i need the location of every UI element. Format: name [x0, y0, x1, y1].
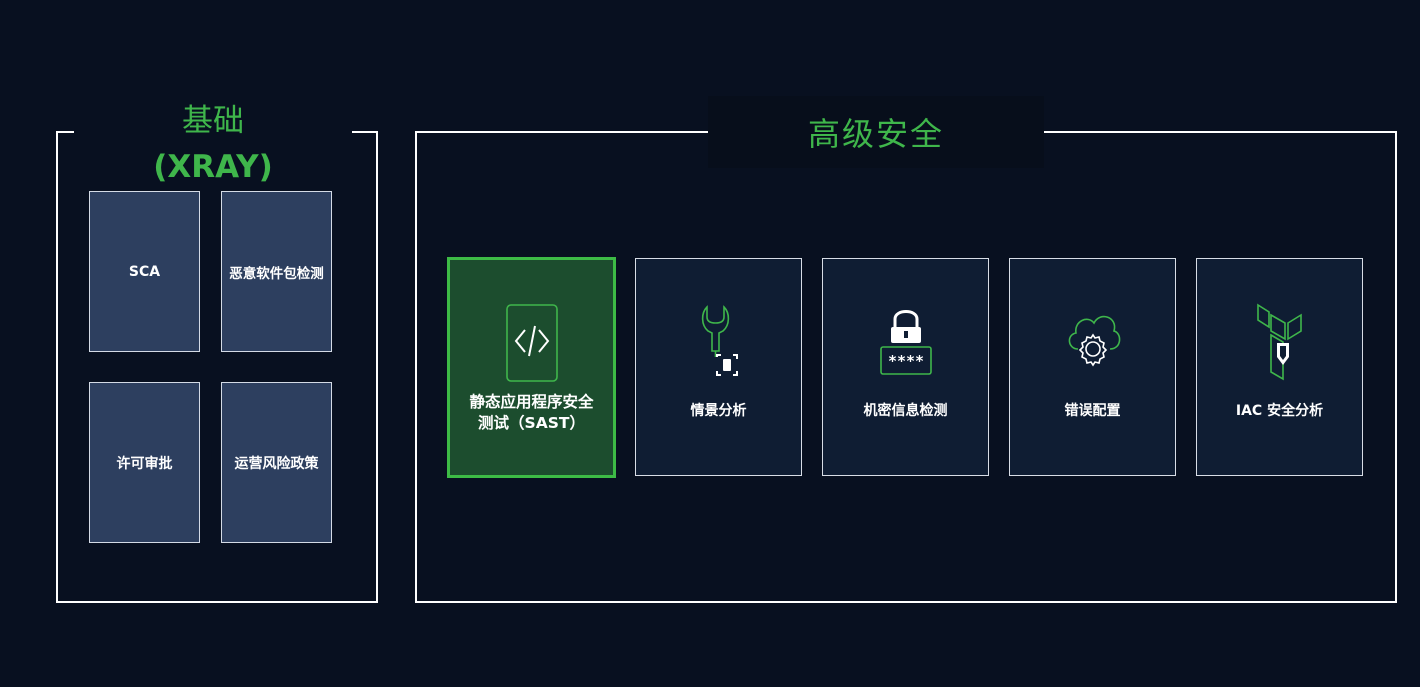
terraform-shield-icon	[1197, 303, 1362, 383]
card-iac-security-analysis[interactable]: IAC 安全分析	[1196, 258, 1363, 476]
card-label: 机密信息检测	[863, 403, 948, 419]
basic-section-title: 基础 (XRAY)	[74, 100, 352, 188]
advanced-section-title: 高级安全	[708, 96, 1044, 168]
lock-password-icon: ****	[823, 303, 988, 375]
card-label: 情景分析	[690, 403, 747, 419]
card-secrets-detection[interactable]: **** 机密信息检测	[822, 258, 989, 476]
tile-operational-risk-policy[interactable]: 运营风险政策	[221, 382, 332, 543]
advanced-title-text: 高级安全	[807, 115, 944, 153]
tile-label: SCA	[128, 263, 161, 280]
card-label: 错误配置	[1064, 403, 1121, 419]
tile-malicious-package-detection[interactable]: 恶意软件包检测	[221, 191, 332, 352]
code-file-icon	[450, 304, 613, 382]
basic-subtitle-text: (XRAY)	[153, 149, 273, 185]
tile-label: 运营风险政策	[234, 455, 319, 472]
card-misconfiguration[interactable]: 错误配置	[1009, 258, 1176, 476]
card-label: IAC 安全分析	[1235, 403, 1324, 419]
card-label-line1: 静态应用程序安全	[469, 393, 594, 411]
card-label-line2: 测试（SAST）	[478, 414, 585, 432]
wrench-scan-icon	[636, 303, 801, 377]
card-contextual-analysis[interactable]: 情景分析	[635, 258, 802, 476]
svg-text:****: ****	[887, 352, 923, 370]
card-label: 静态应用程序安全 测试（SAST）	[450, 392, 613, 434]
basic-title-text: 基础	[182, 103, 244, 139]
cloud-gear-icon	[1010, 303, 1175, 373]
tile-label: 许可审批	[116, 455, 173, 472]
tile-license-approval[interactable]: 许可审批	[89, 382, 200, 543]
card-sast[interactable]: 静态应用程序安全 测试（SAST）	[447, 257, 616, 478]
tile-label: 恶意软件包检测	[229, 265, 324, 282]
tile-sca[interactable]: SCA	[89, 191, 200, 352]
